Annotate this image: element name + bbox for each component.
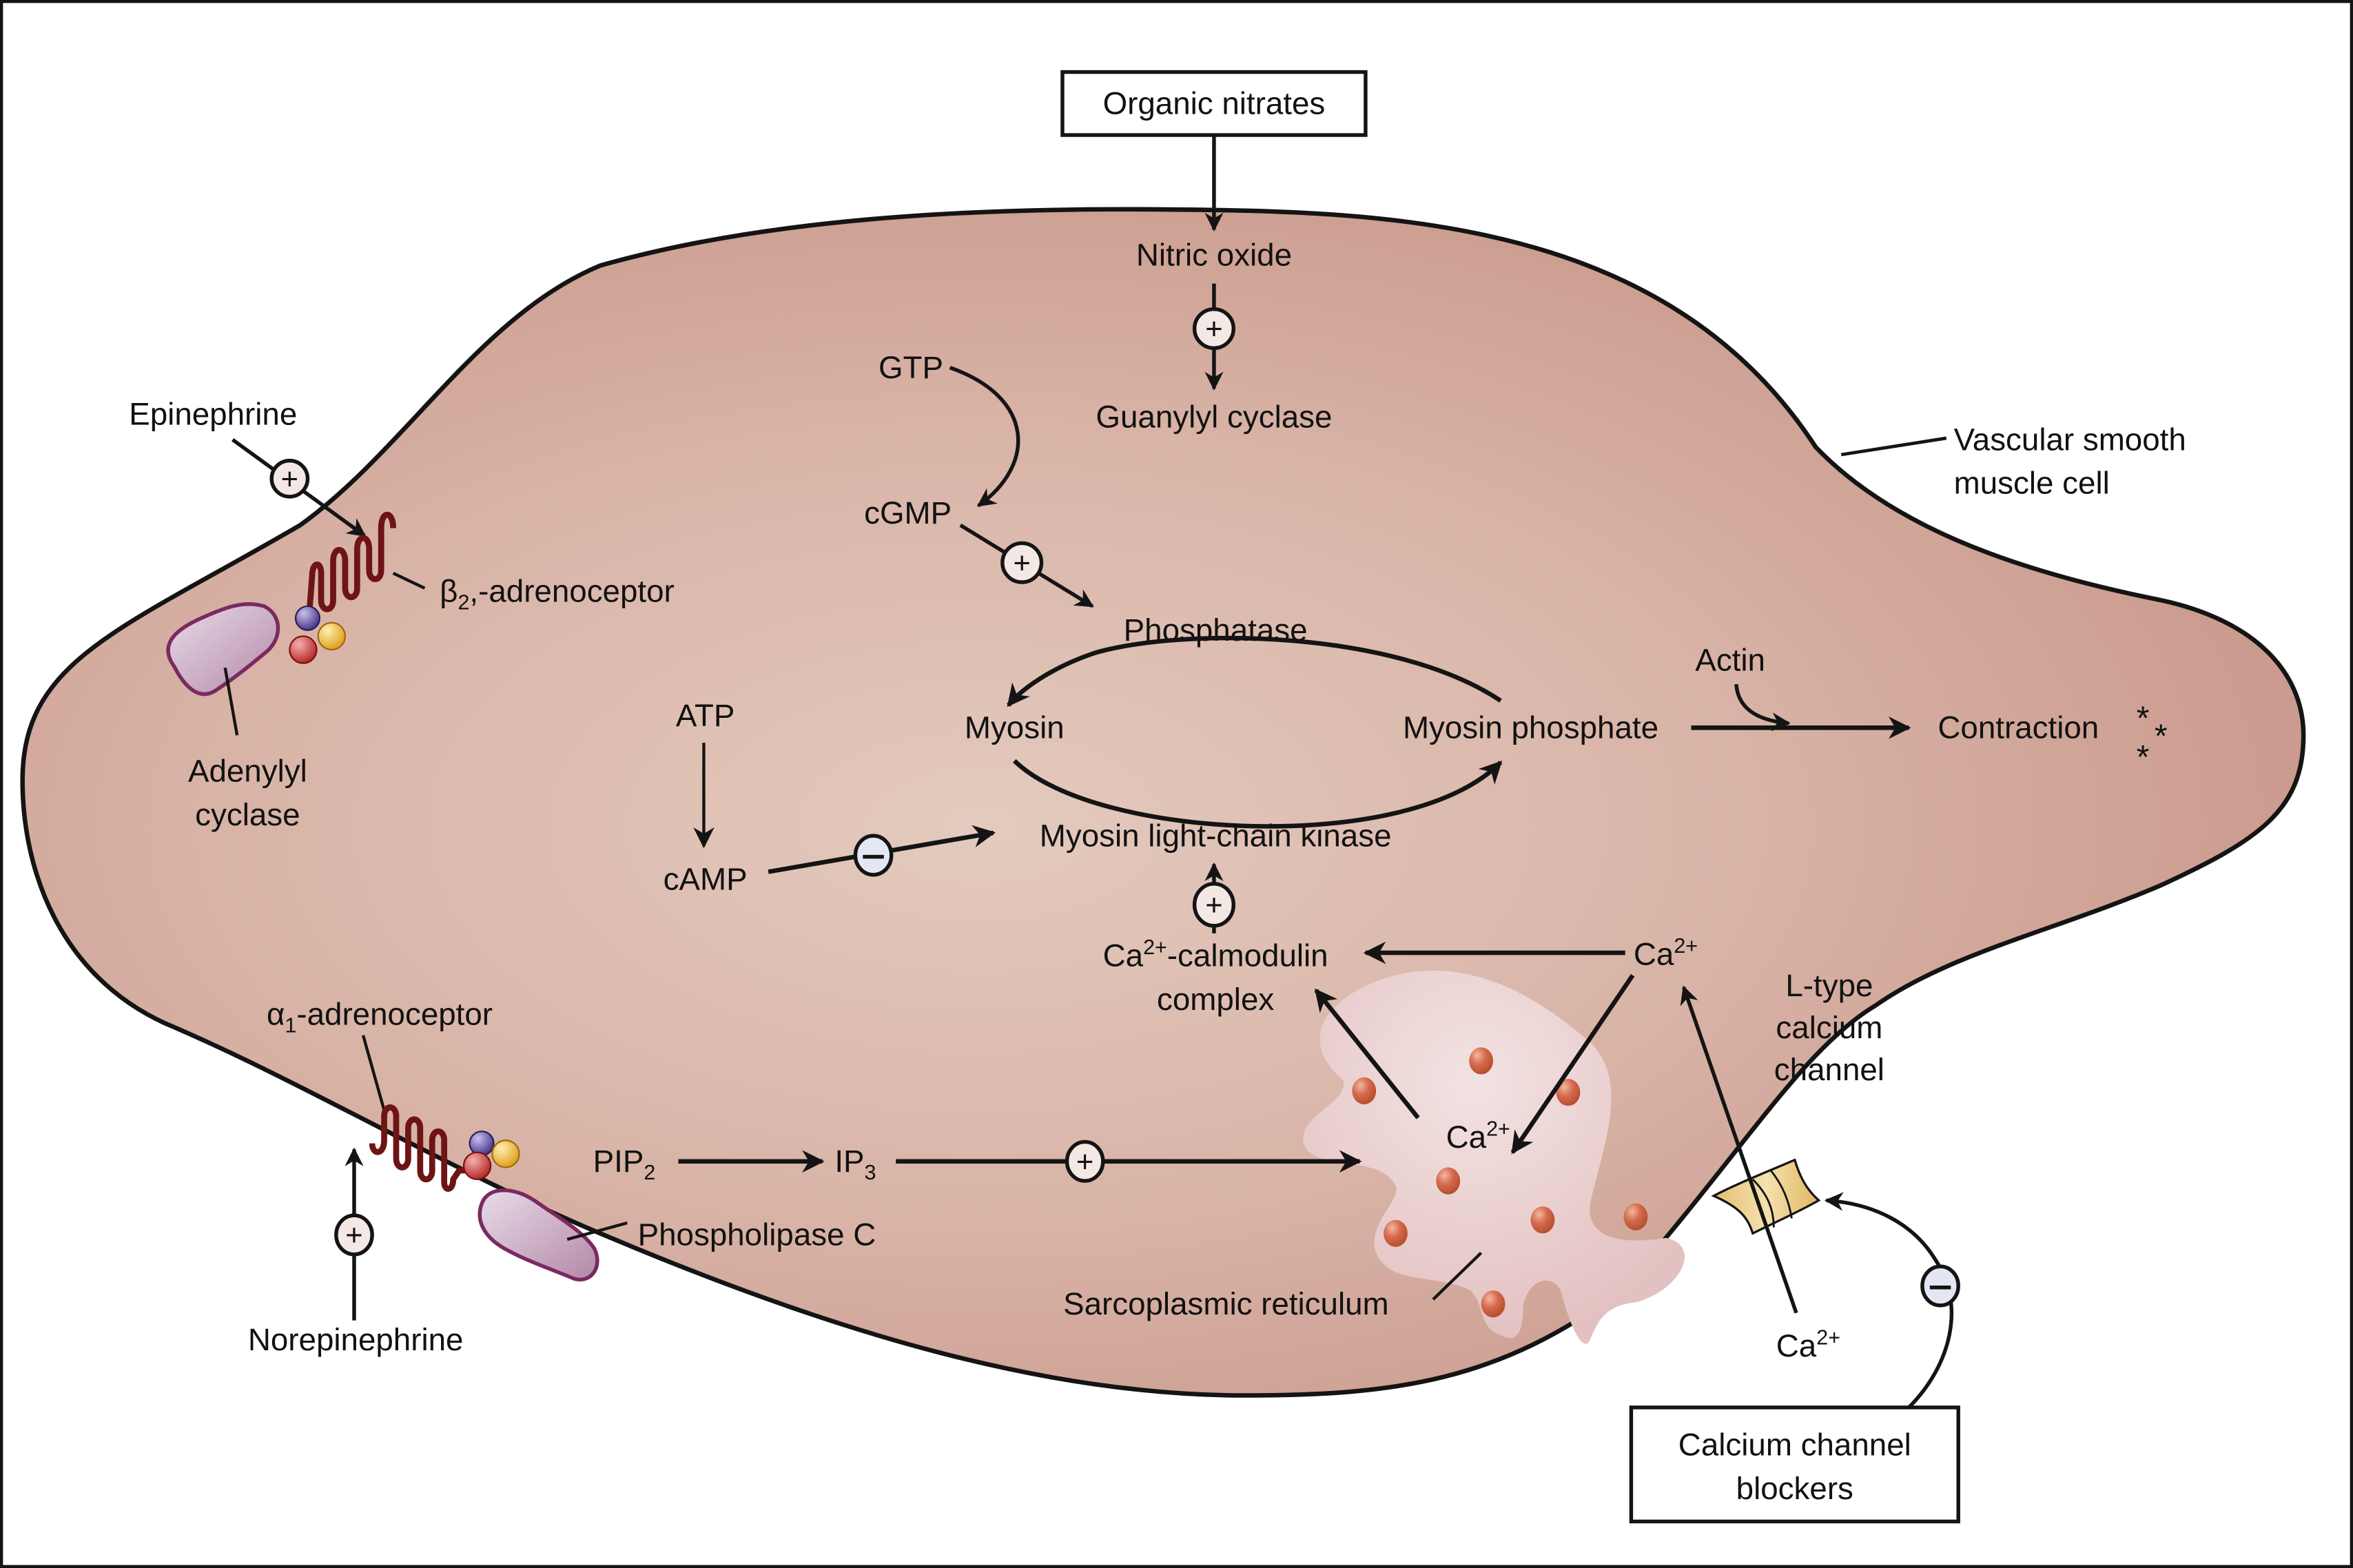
cytosolic-calcium-label: Ca2+ — [1634, 934, 1698, 971]
atp-label: ATP — [676, 698, 735, 733]
plus-badge-calmodulin: + — [1192, 882, 1235, 928]
svg-text:+: + — [1076, 1146, 1093, 1179]
channel-pore-line-2 — [1769, 1169, 1793, 1219]
extracellular-calcium-label: Ca2+ — [1776, 1325, 1840, 1363]
gtp-label: GTP — [878, 350, 943, 385]
myosin-phosphate-label: Myosin phosphate — [1403, 710, 1658, 745]
camp-label: cAMP — [664, 862, 748, 897]
sarcoplasmic-reticulum-label: Sarcoplasmic reticulum — [1063, 1286, 1389, 1321]
adenylyl-cyclase-icon — [166, 602, 280, 697]
epinephrine-label: Epinephrine — [129, 396, 297, 431]
mlck-label: Myosin light-chain kinase — [1040, 818, 1392, 853]
vsmc-label-line2: muscle cell — [1954, 466, 2110, 501]
ccb-label-line1: Calcium channel — [1678, 1427, 1911, 1463]
calcium-channel-blockers-box — [1629, 1405, 1960, 1524]
ca-calmodulin-complex-label: complex — [1157, 982, 1274, 1017]
g-protein-beta-icon-2 — [491, 1139, 520, 1168]
g-protein-gamma-icon — [289, 635, 318, 664]
g-protein-gamma-icon-2 — [462, 1151, 492, 1180]
sr-calcium-dot — [1481, 1290, 1506, 1318]
phospholipase-c-label: Phospholipase C — [638, 1217, 876, 1252]
sr-calcium-dot — [1530, 1206, 1555, 1234]
leader-vsmc — [1840, 436, 1947, 457]
svg-text:+: + — [1205, 889, 1222, 922]
cgmp-label: cGMP — [864, 495, 952, 530]
arrow-ccb-to-channel — [1824, 1192, 1954, 1409]
asterisk-3: * — [2137, 739, 2150, 776]
contraction-label: Contraction — [1938, 710, 2099, 745]
arrow-gtp-to-cgmp — [949, 366, 1020, 508]
ltype-label-line1: L-type — [1785, 968, 1873, 1003]
asterisk-1: * — [2137, 701, 2150, 737]
plus-badge-no: + — [1192, 307, 1235, 351]
leader-adenylyl — [223, 667, 239, 736]
sr-calcium-label: Ca2+ — [1446, 1117, 1510, 1155]
leader-beta2 — [392, 572, 426, 590]
ip3-label: IP3 — [834, 1144, 876, 1184]
arrow-phosphatase-myosin — [1007, 635, 1502, 708]
plus-badge-ip3: + — [1065, 1139, 1105, 1183]
beta2-adrenoceptor-label: β2,-adrenoceptor — [440, 573, 675, 614]
sr-calcium-dot — [1384, 1219, 1408, 1247]
arrow-actin-joins — [1734, 683, 1791, 732]
guanylyl-cyclase-label: Guanylyl cyclase — [1096, 400, 1332, 435]
arrow-extracellular-ca-to-cytosol — [1680, 985, 1798, 1314]
ca-calmodulin-label: Ca2+-calmodulin — [1103, 936, 1328, 973]
ltype-label-line3: channel — [1774, 1052, 1884, 1087]
organic-nitrates-label: Organic nitrates — [1103, 86, 1326, 121]
asterisk-2: * — [2155, 719, 2168, 755]
sr-calcium-dot — [1469, 1047, 1494, 1075]
svg-text:+: + — [345, 1219, 362, 1252]
alpha1-adrenoceptor-label: α1-adrenoceptor — [267, 997, 493, 1038]
myosin-label: Myosin — [965, 710, 1065, 745]
adenylyl-cyclase-label-line2: cyclase — [195, 797, 300, 832]
ccb-label-line2: blockers — [1736, 1471, 1853, 1506]
actin-label: Actin — [1695, 643, 1765, 678]
minus-badge-ccb — [1920, 1264, 1960, 1308]
ltype-label-line2: calcium — [1776, 1010, 1882, 1045]
arrow-mlck-myosin-phosphate — [1012, 759, 1503, 829]
plus-badge-epinephrine: + — [269, 458, 310, 499]
sr-calcium-dot — [1556, 1078, 1581, 1106]
plus-badge-norepinephrine: + — [334, 1213, 374, 1257]
arrow-ca-to-sr — [1510, 973, 1635, 1155]
minus-badge-camp — [853, 834, 894, 877]
vascular-smooth-muscle-cell — [20, 207, 2306, 1398]
g-protein-alpha-icon-2 — [469, 1131, 495, 1157]
arrow-sr-ca-to-calmodulin — [1314, 988, 1420, 1120]
channel-pore-line-1 — [1751, 1178, 1775, 1228]
leader-phospholipase — [566, 1221, 628, 1241]
phospholipase-c-icon — [477, 1188, 599, 1281]
sr-calcium-dot — [1623, 1203, 1648, 1230]
svg-text:+: + — [1205, 313, 1222, 346]
sarcoplasmic-reticulum — [1303, 970, 1685, 1344]
pip2-label: PIP2 — [593, 1144, 656, 1184]
sr-calcium-dot — [1436, 1167, 1461, 1195]
adenylyl-cyclase-label-line1: Adenylyl — [188, 754, 307, 789]
sr-calcium-stores — [1352, 1047, 1648, 1318]
svg-text:+: + — [281, 463, 298, 496]
alpha1-adrenoceptor-icon — [369, 1104, 469, 1192]
vsmc-label-line1: Vascular smooth — [1954, 422, 2186, 457]
beta2-adrenoceptor-icon — [306, 511, 396, 616]
leader-alpha1 — [361, 1035, 386, 1111]
g-protein-beta-icon — [317, 621, 347, 651]
g-protein-alpha-icon — [294, 605, 320, 631]
nitric-oxide-label: Nitric oxide — [1136, 238, 1292, 273]
norepinephrine-label: Norepinephrine — [248, 1322, 464, 1357]
leader-sr — [1432, 1252, 1483, 1301]
svg-text:+: + — [1013, 547, 1030, 580]
plus-badge-cgmp: + — [1000, 541, 1044, 584]
sr-calcium-dot — [1352, 1077, 1377, 1105]
